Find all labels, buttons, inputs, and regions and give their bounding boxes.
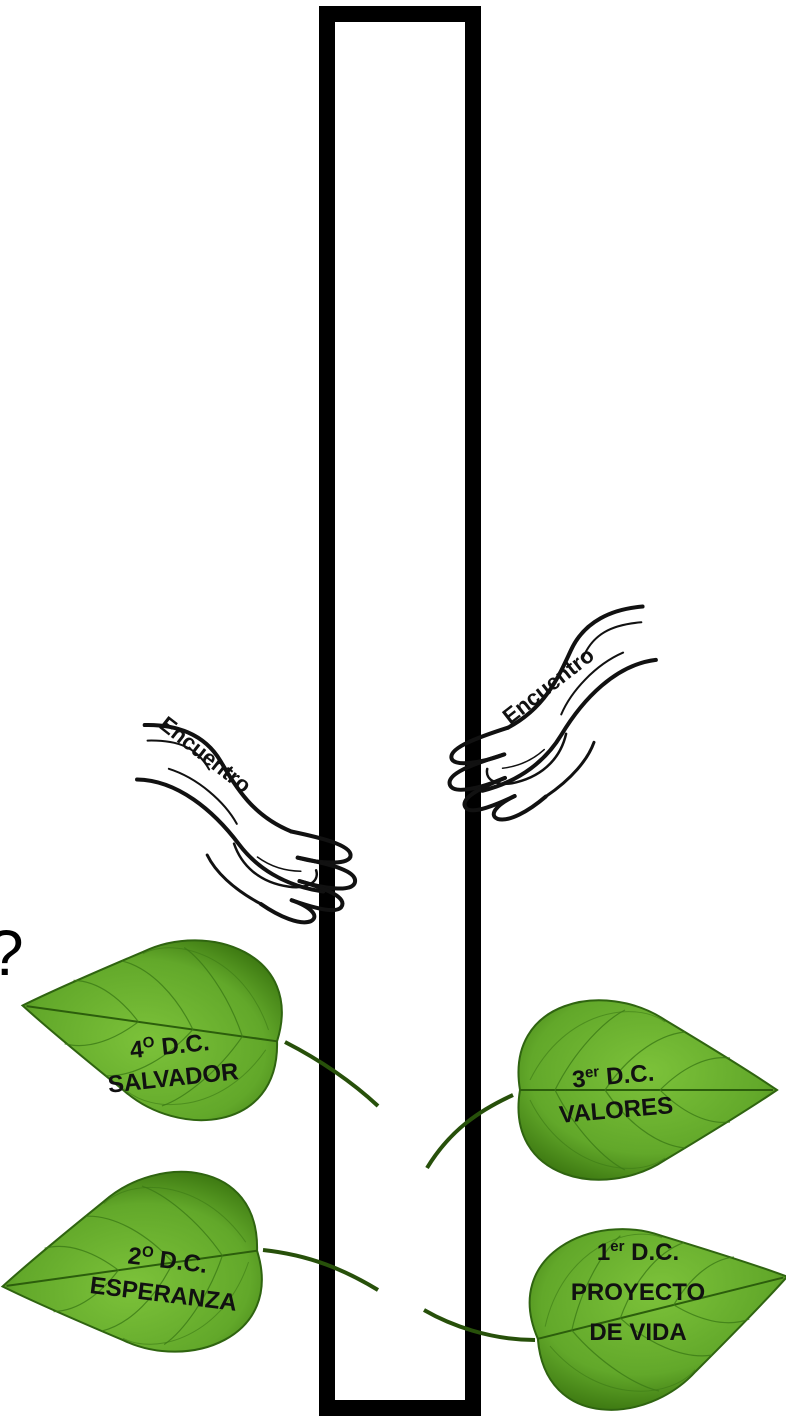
leaf-1-name: PROYECTO	[571, 1279, 705, 1306]
leaf-1-name-line2: DE VIDA	[589, 1319, 686, 1346]
leaf-1-title: 1er D.C.	[597, 1238, 679, 1266]
right-hand	[419, 605, 685, 831]
leaf-icon	[10, 917, 291, 1131]
leaf-4	[10, 917, 291, 1131]
leaf-icon	[518, 1000, 777, 1179]
leaf-3	[518, 1000, 777, 1179]
open-hand-icon	[419, 605, 685, 831]
vertical-pole	[327, 14, 473, 1408]
question-mark: ?	[0, 917, 24, 989]
right-hand-label: Encuentro	[498, 642, 599, 729]
